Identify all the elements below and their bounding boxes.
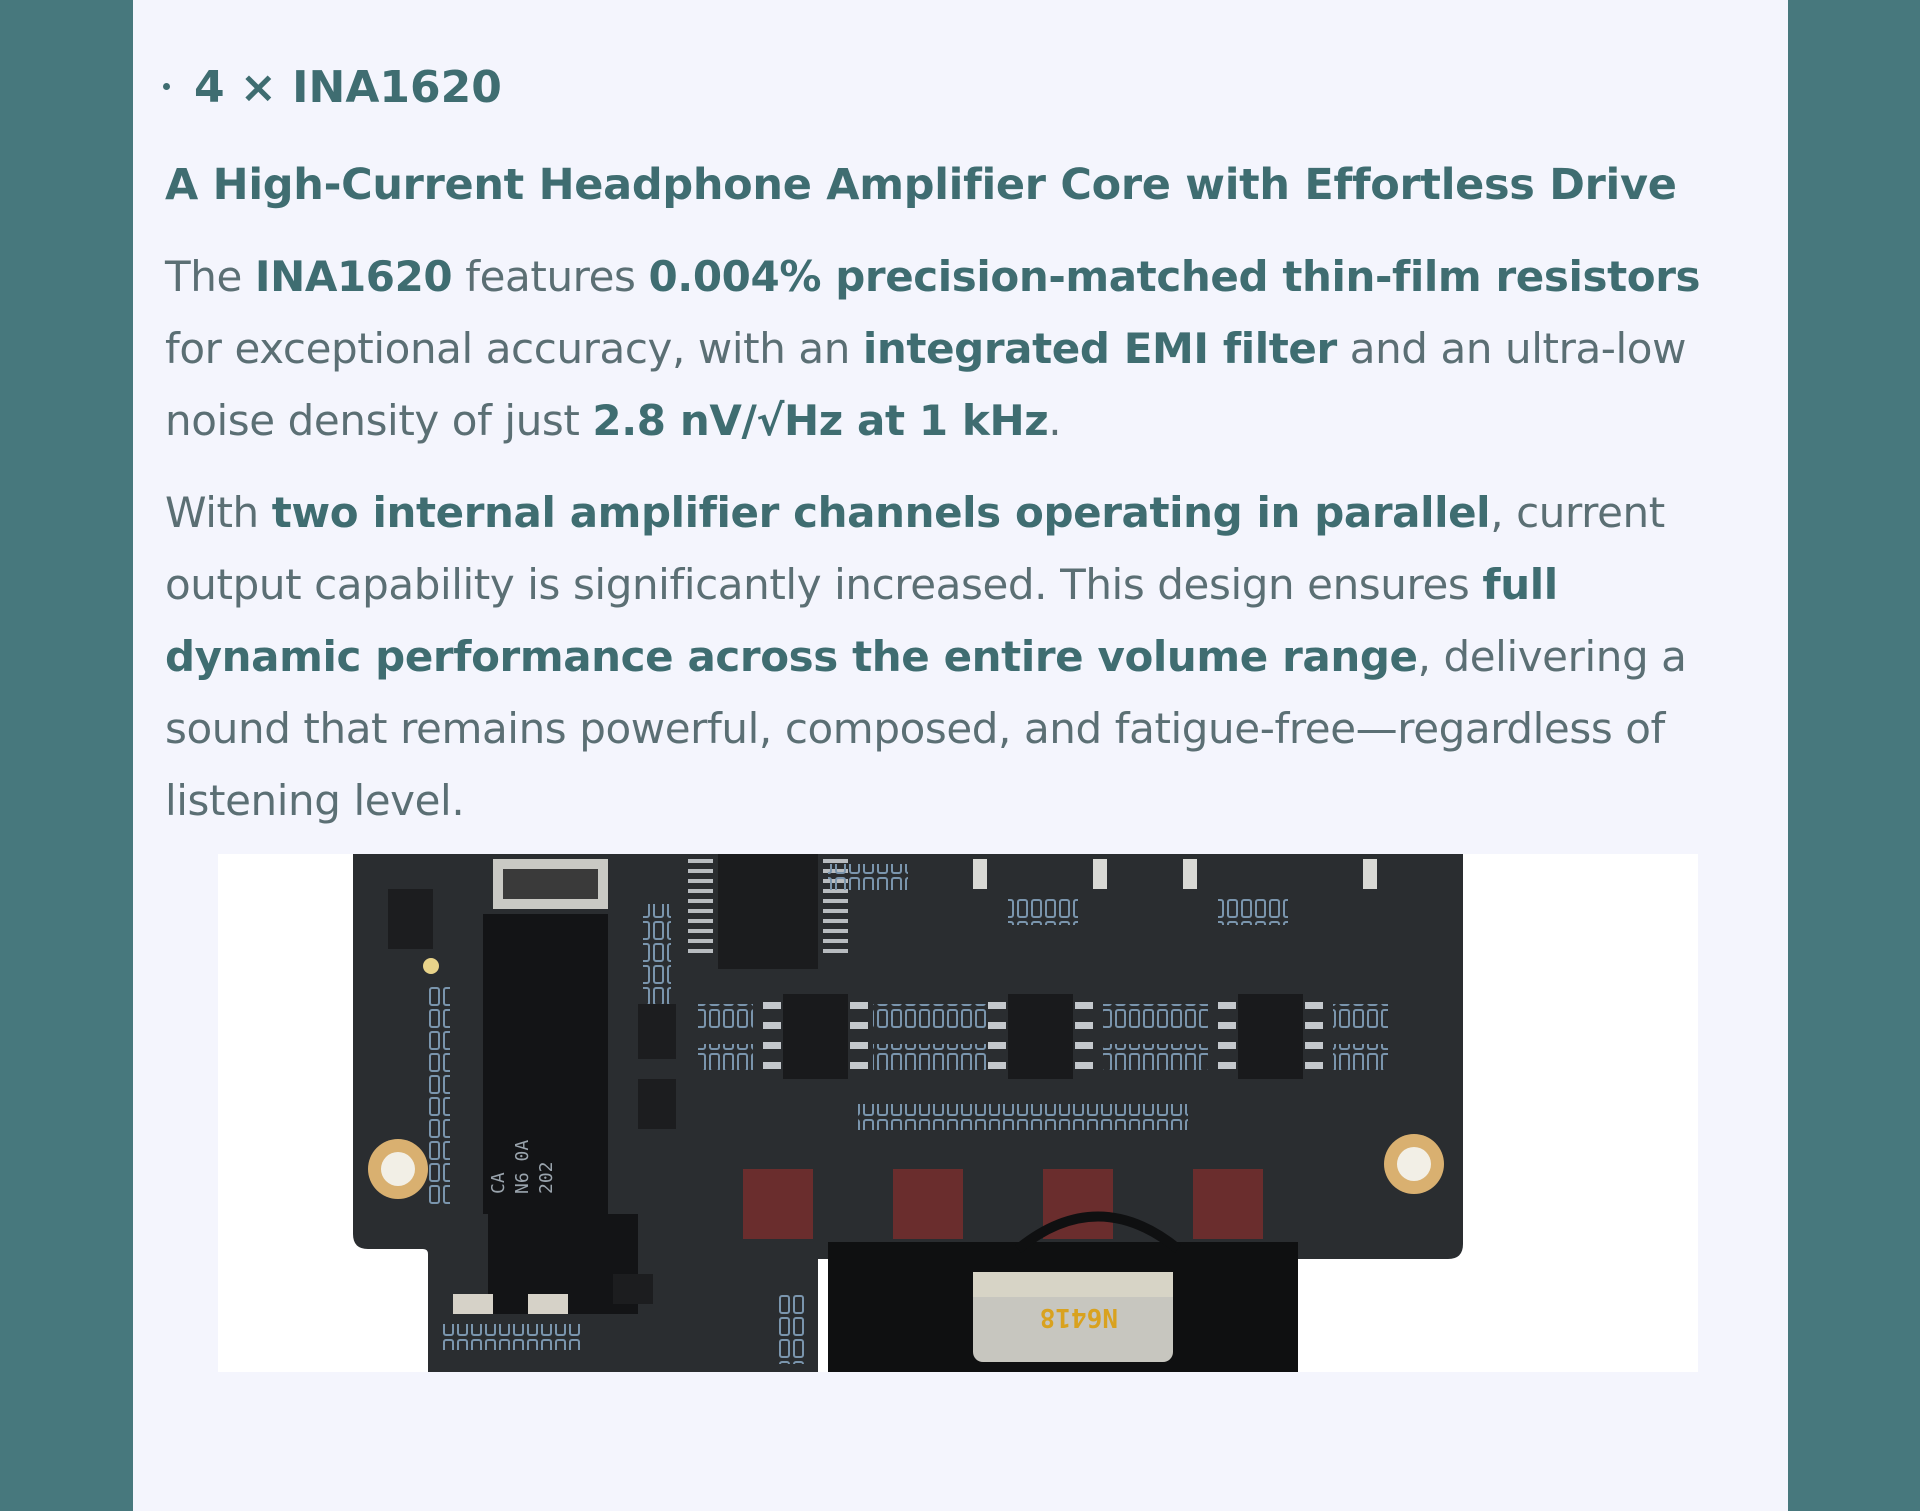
chip-marking: N6418: [1040, 1302, 1118, 1332]
highlight-text: full dynamic performance across the enti…: [165, 560, 1558, 681]
bullet-heading: 4 × INA1620: [163, 62, 502, 113]
section-subheading: A High-Current Headphone Amplifier Core …: [165, 160, 1677, 210]
pcb-photo: CA N6 0A 202: [218, 854, 1698, 1372]
ina1620-chip: [1218, 994, 1323, 1079]
paragraph-text: , current output capability is significa…: [165, 488, 1665, 609]
bullet-heading-text: 4 × INA1620: [194, 62, 502, 113]
pcb-illustration: CA N6 0A 202: [353, 854, 1463, 1372]
flex-marking: CA: [488, 1172, 509, 1194]
qfn-chip: [893, 1169, 963, 1239]
paragraph-text: and an ultra-low noise density of just: [165, 324, 1687, 445]
paragraph-ina1620-features: The INA1620 features 0.004% precision-ma…: [165, 241, 1735, 457]
bullet-dot-icon: [163, 82, 170, 90]
qfn-chip: [743, 1169, 813, 1239]
highlight-text: integrated EMI filter: [862, 324, 1337, 373]
ina1620-chip: [763, 994, 868, 1079]
ina1620-chip: [988, 994, 1093, 1079]
paragraph-parallel-channels: With two internal amplifier channels ope…: [165, 477, 1735, 837]
content-panel: 4 × INA1620 A High-Current Headphone Amp…: [133, 0, 1788, 1511]
flex-cable: [483, 914, 608, 1214]
paragraph-text: , delivering a sound that remains powerf…: [165, 632, 1687, 825]
paragraph-text: With: [165, 488, 272, 537]
ic-chip: [718, 854, 818, 969]
flex-marking: 202: [536, 1161, 557, 1194]
paragraph-text: for exceptional accuracy, with an: [165, 324, 863, 373]
qfn-chip: [1193, 1169, 1263, 1239]
paragraph-text: features: [452, 252, 649, 301]
highlight-text: INA1620: [254, 252, 453, 301]
flex-marking: N6 0A: [512, 1140, 533, 1194]
highlight-text: 2.8 nV/√Hz at 1 kHz: [592, 396, 1049, 445]
paragraph-text: The: [165, 252, 255, 301]
highlight-text: two internal amplifier channels operatin…: [271, 488, 1491, 537]
highlight-text: 0.004% precision-matched thin-film resis…: [648, 252, 1701, 301]
paragraph-text: .: [1048, 396, 1062, 445]
